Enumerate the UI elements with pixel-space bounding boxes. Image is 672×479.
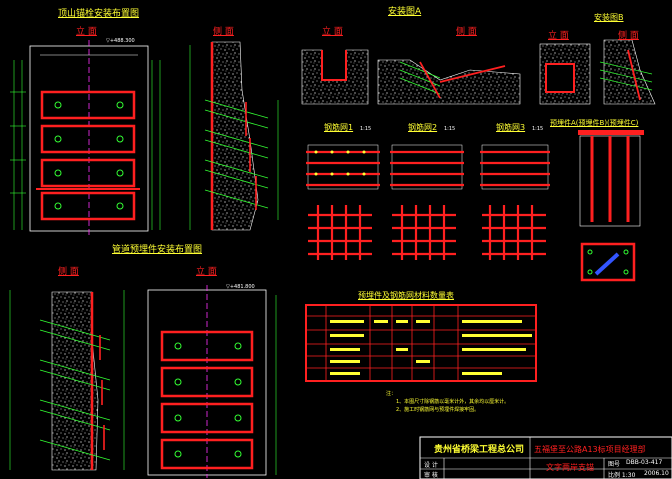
material-table-title: 预埋件及钢筋网材料数量表 bbox=[358, 291, 454, 300]
top-mid-side-label: 侧 面 bbox=[456, 27, 477, 37]
top-right-side-label: 侧 面 bbox=[618, 31, 639, 41]
title-drawing-no-label: 图号 bbox=[608, 461, 621, 468]
steel-mesh-2-scale: 1:15 bbox=[444, 126, 456, 132]
embedded-part-detail bbox=[578, 130, 644, 282]
steel-mesh-1-scale: 1:15 bbox=[360, 126, 372, 132]
title-project: 五福堡至公路A13标项目经理部 bbox=[534, 445, 646, 454]
steel-mesh-2-label: 钢筋网2 bbox=[408, 123, 438, 132]
elevation-label-bottom: ▽+481.800 bbox=[226, 284, 255, 290]
notes-heading: 注： bbox=[386, 391, 397, 397]
top-left-side-label: 侧 面 bbox=[213, 27, 234, 37]
bottom-left-front-view bbox=[147, 285, 277, 478]
steel-mesh-3-label: 钢筋网3 bbox=[496, 123, 526, 132]
title-scale: 比例 1:30 bbox=[608, 472, 636, 479]
steel-mesh-3 bbox=[480, 144, 550, 260]
top-left-side-view bbox=[189, 41, 279, 231]
bottom-left-title: 管道预埋件安装布置图 bbox=[112, 245, 203, 255]
title-row-label-1: 设 计 bbox=[424, 462, 438, 469]
title-drawing-no: DBB-03-417 bbox=[626, 459, 663, 466]
bottom-left-front-label: 立 面 bbox=[196, 267, 217, 277]
top-mid-title: 安装图A bbox=[388, 7, 422, 17]
material-table bbox=[305, 304, 537, 382]
top-mid-front-label: 立 面 bbox=[322, 27, 343, 37]
steel-mesh-1-label: 钢筋网1 bbox=[324, 123, 354, 132]
install-detail-b bbox=[539, 39, 656, 105]
steel-mesh-1 bbox=[306, 144, 380, 260]
title-drawing-name: 文字两岸支锚 bbox=[546, 463, 594, 472]
note-1: 1、本图尺寸除钢筋以毫米计外，其余均以厘米计。 bbox=[396, 399, 510, 405]
top-left-front-view bbox=[10, 40, 161, 235]
top-right-front-label: 立 面 bbox=[548, 31, 569, 41]
steel-mesh-3-scale: 1:15 bbox=[532, 126, 544, 132]
top-right-title: 安装图B bbox=[594, 13, 624, 22]
title-block-lines bbox=[419, 436, 672, 479]
top-left-front-label: 立 面 bbox=[76, 27, 97, 37]
elevation-label-top: ▽+488.300 bbox=[106, 38, 135, 44]
note-2: 2、施工时钢筋网与预埋件焊接牢固。 bbox=[396, 407, 480, 413]
title-company: 贵州省桥梁工程总公司 bbox=[434, 445, 525, 455]
title-date: 2006.10 bbox=[644, 470, 669, 477]
bottom-left-side-label: 侧 面 bbox=[58, 267, 79, 277]
top-left-title: 顶山锚栓安装布置图 bbox=[58, 9, 140, 19]
install-detail-a bbox=[301, 49, 521, 105]
steel-mesh-2 bbox=[390, 144, 464, 260]
title-row-label-2: 审 核 bbox=[424, 472, 438, 479]
right-panel-title: 预埋件A(预埋件B)(预埋件C) bbox=[550, 119, 639, 127]
bottom-left-side-view bbox=[9, 290, 125, 471]
